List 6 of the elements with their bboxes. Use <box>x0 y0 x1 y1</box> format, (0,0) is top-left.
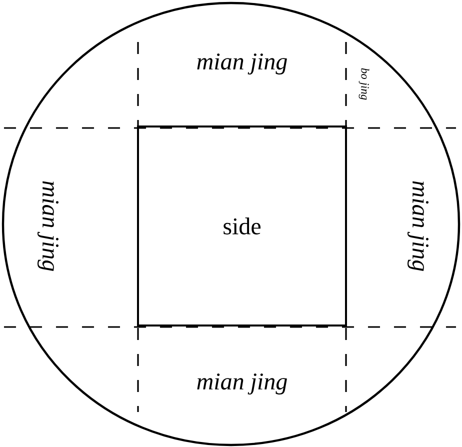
square-box: side <box>137 126 347 326</box>
label: mian jing <box>197 374 287 394</box>
label: mian jing <box>38 181 58 271</box>
label: mian jing <box>408 181 428 271</box>
label: mian jing <box>197 54 287 74</box>
label: bo jing <box>358 68 370 100</box>
